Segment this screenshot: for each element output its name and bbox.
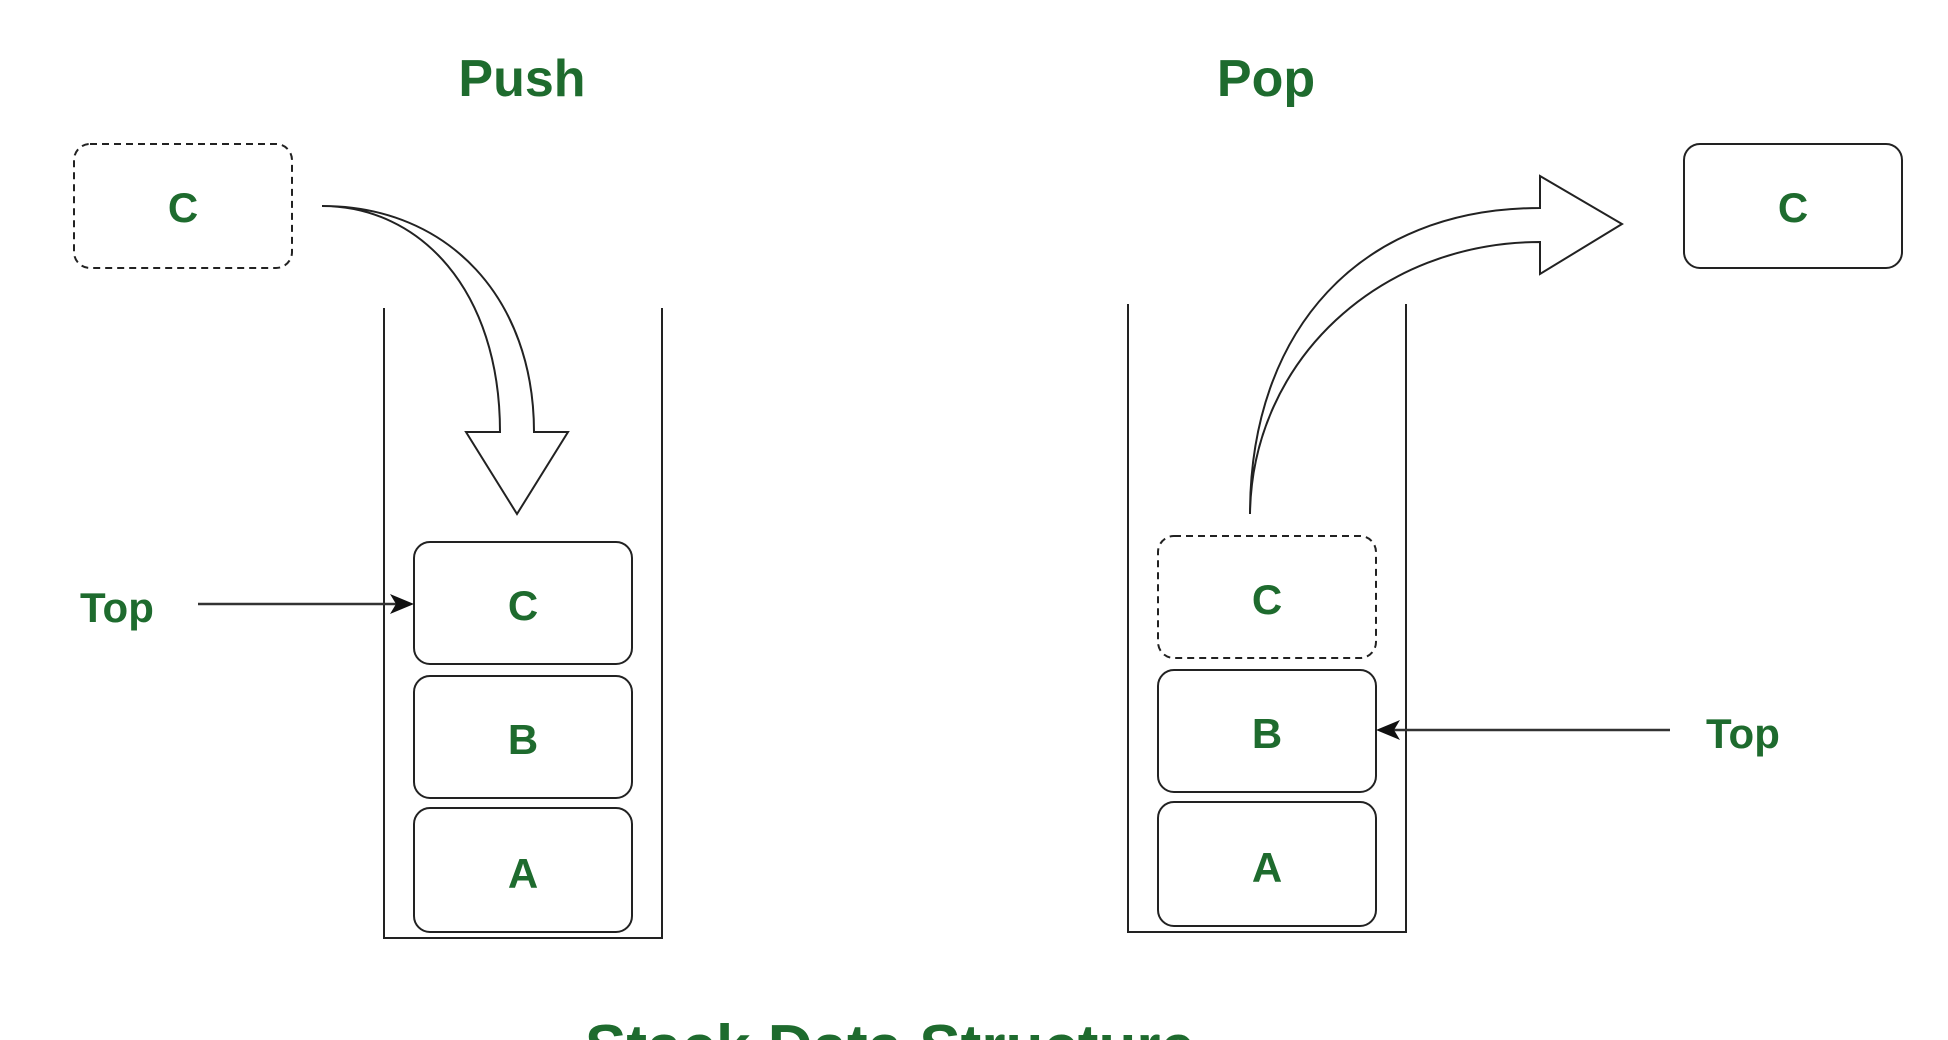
push-top-arrowhead-icon xyxy=(390,594,414,614)
push-stack-item-bottom: A xyxy=(413,807,633,933)
pop-stack-box xyxy=(1157,535,1377,659)
pop-outgoing-element: C xyxy=(1683,143,1903,269)
pop-outgoing-label: C xyxy=(1778,184,1808,231)
pop-stack-box xyxy=(1157,669,1377,793)
pop-stack-item-removed: C xyxy=(1157,535,1377,659)
push-stack-item-top: C xyxy=(413,541,633,665)
push-stack-box xyxy=(413,541,633,665)
push-stack-item-middle: B xyxy=(413,675,633,799)
push-top-pointer: Top xyxy=(80,584,414,631)
push-stack-box xyxy=(413,675,633,799)
push-incoming-box xyxy=(73,143,293,269)
pop-panel: Pop C C B A Top xyxy=(1127,50,1903,933)
push-stack-label: A xyxy=(508,850,538,897)
pop-stack-item-middle: B xyxy=(1157,669,1377,793)
push-stack-label: C xyxy=(508,582,538,629)
push-top-label: Top xyxy=(80,584,154,631)
pop-curved-arrow xyxy=(1249,174,1624,515)
pop-stack-label: B xyxy=(1252,710,1282,757)
pop-outgoing-box xyxy=(1683,143,1903,269)
push-incoming-element: C xyxy=(73,143,293,269)
diagram-caption: Stack Data Structure xyxy=(585,1013,1195,1040)
pop-stack-container xyxy=(1127,304,1407,933)
pop-top-pointer: Top xyxy=(1376,710,1780,757)
push-stack-box xyxy=(413,807,633,933)
pop-stack-label: A xyxy=(1252,844,1282,891)
push-incoming-label: C xyxy=(168,184,198,231)
push-title: Push xyxy=(458,50,585,108)
push-stack-container xyxy=(383,308,663,939)
pop-top-arrowhead-icon xyxy=(1376,720,1400,740)
push-panel: Push C C B A Top xyxy=(73,50,663,939)
pop-top-label: Top xyxy=(1706,710,1780,757)
pop-title: Pop xyxy=(1217,50,1315,108)
push-stack-label: B xyxy=(508,716,538,763)
pop-stack-label: C xyxy=(1252,576,1282,623)
pop-stack-box xyxy=(1157,801,1377,927)
pop-stack-item-bottom: A xyxy=(1157,801,1377,927)
push-curved-arrow xyxy=(321,205,570,516)
